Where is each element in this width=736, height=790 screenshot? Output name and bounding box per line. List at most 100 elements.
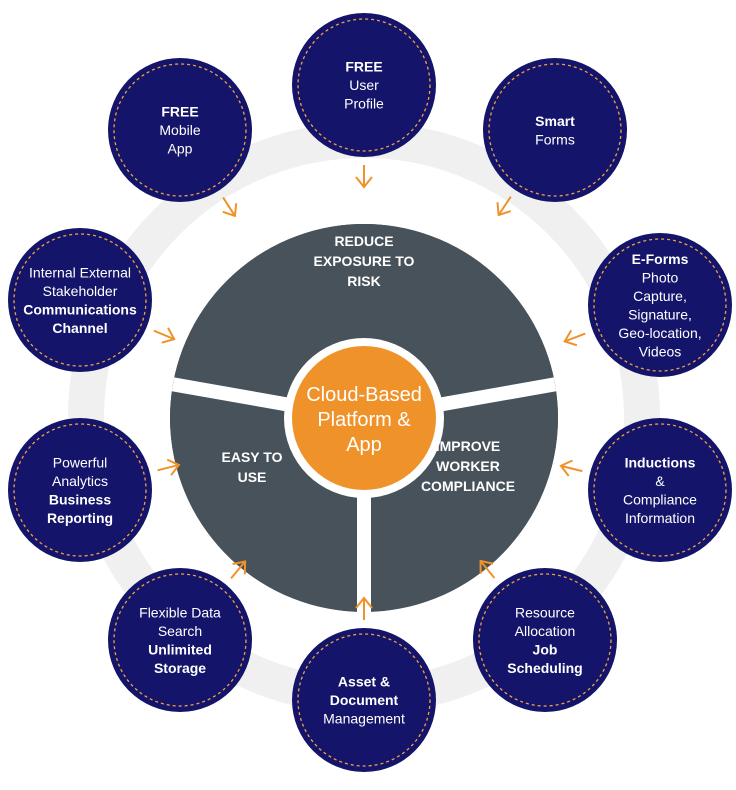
arrow-shaft bbox=[560, 464, 583, 473]
arrow-shaft bbox=[497, 196, 512, 216]
satellite-dashed-border bbox=[13, 233, 147, 367]
segment-label-line: EASY TO bbox=[222, 449, 283, 465]
satellite-label-line: Flexible Data bbox=[139, 604, 221, 620]
satellite-label-line: Storage bbox=[154, 660, 206, 676]
satellite-circle bbox=[108, 568, 252, 712]
arrow-head bbox=[355, 596, 373, 609]
arrow-head bbox=[355, 176, 373, 189]
center-label-line: Cloud-Based bbox=[306, 384, 422, 406]
satellite-label-line: & bbox=[655, 473, 665, 489]
satellite-circle bbox=[108, 58, 252, 202]
satellite-dashed-border bbox=[297, 633, 431, 767]
satellite-label-line: Stakeholder bbox=[43, 283, 118, 299]
satellite-circle bbox=[588, 418, 732, 562]
satellite-dashed-border bbox=[13, 423, 147, 557]
satellite-label-line: Compliance bbox=[623, 491, 697, 507]
arrow-shaft bbox=[230, 560, 246, 580]
arrow-icon bbox=[157, 458, 181, 476]
segment-label-line: WORKER bbox=[436, 458, 500, 474]
satellite-circle bbox=[588, 233, 732, 377]
arrows-group bbox=[153, 165, 586, 620]
segment-label-line: COMPLIANCE bbox=[421, 478, 515, 494]
satellite-label-line: Smart bbox=[535, 113, 575, 129]
satellite-dashed-border bbox=[593, 238, 727, 372]
segment-label-line: RISK bbox=[347, 273, 380, 289]
arrow-icon bbox=[496, 196, 512, 217]
arrow-icon bbox=[479, 559, 496, 579]
center-label-line: Platform & bbox=[317, 409, 411, 431]
satellite-label-line: Asset & bbox=[338, 674, 390, 690]
arrow-head bbox=[222, 203, 238, 218]
satellite-label-line: Analytics bbox=[52, 473, 108, 489]
satellite-label-line: Channel bbox=[52, 320, 107, 336]
satellite-label-line: Management bbox=[323, 711, 405, 727]
satellite-dashed-border bbox=[297, 18, 431, 152]
arrow-head bbox=[559, 459, 573, 477]
satellite-label-line: Internal External bbox=[29, 264, 131, 280]
arrow-head bbox=[563, 329, 578, 347]
satellite-label-line: Capture, bbox=[633, 288, 687, 304]
arrow-head bbox=[479, 559, 494, 574]
satellite-label-line: Communications bbox=[23, 301, 137, 317]
satellite-dashed-border bbox=[113, 63, 247, 197]
satellite-circle bbox=[8, 418, 152, 562]
satellite-label-line: Unlimited bbox=[148, 641, 212, 657]
satellite-circle bbox=[292, 13, 436, 157]
satellite-label-line: Search bbox=[158, 623, 202, 639]
arrow-shaft bbox=[479, 560, 496, 579]
satellite-label-line: Job bbox=[533, 641, 558, 657]
arrow-head bbox=[496, 202, 512, 217]
arrow-icon bbox=[559, 459, 583, 477]
arrow-icon bbox=[230, 560, 247, 580]
satellite-label-line: Profile bbox=[344, 96, 384, 112]
satellite-label-line: Document bbox=[330, 692, 399, 708]
arrow-icon bbox=[222, 196, 238, 218]
satellite-label-line: Inductions bbox=[625, 454, 696, 470]
satellite-label-line: Videos bbox=[639, 343, 682, 359]
satellite-label-line: Reporting bbox=[47, 510, 113, 526]
satellite-circle bbox=[483, 58, 627, 202]
satellite-label-line: App bbox=[168, 141, 193, 157]
satellite-dashed-border bbox=[113, 573, 247, 707]
satellite-label-line: E-Forms bbox=[632, 251, 689, 267]
satellite-label-line: Powerful bbox=[53, 454, 107, 470]
satellite-label-line: Resource bbox=[515, 604, 575, 620]
arrow-head bbox=[166, 458, 181, 476]
satellite-label-line: Forms bbox=[535, 131, 575, 147]
satellite-circle bbox=[473, 568, 617, 712]
satellite-label-line: Mobile bbox=[159, 122, 200, 138]
satellite-label-line: Photo bbox=[642, 269, 679, 285]
arrow-shaft bbox=[564, 332, 586, 343]
arrow-head bbox=[161, 327, 176, 344]
arrow-icon bbox=[355, 165, 373, 189]
satellite-dashed-border bbox=[488, 63, 622, 197]
satellite-label-line: FREE bbox=[345, 59, 382, 75]
arrow-icon bbox=[355, 596, 373, 620]
arrow-shaft bbox=[157, 463, 180, 472]
arrow-icon bbox=[153, 327, 176, 344]
